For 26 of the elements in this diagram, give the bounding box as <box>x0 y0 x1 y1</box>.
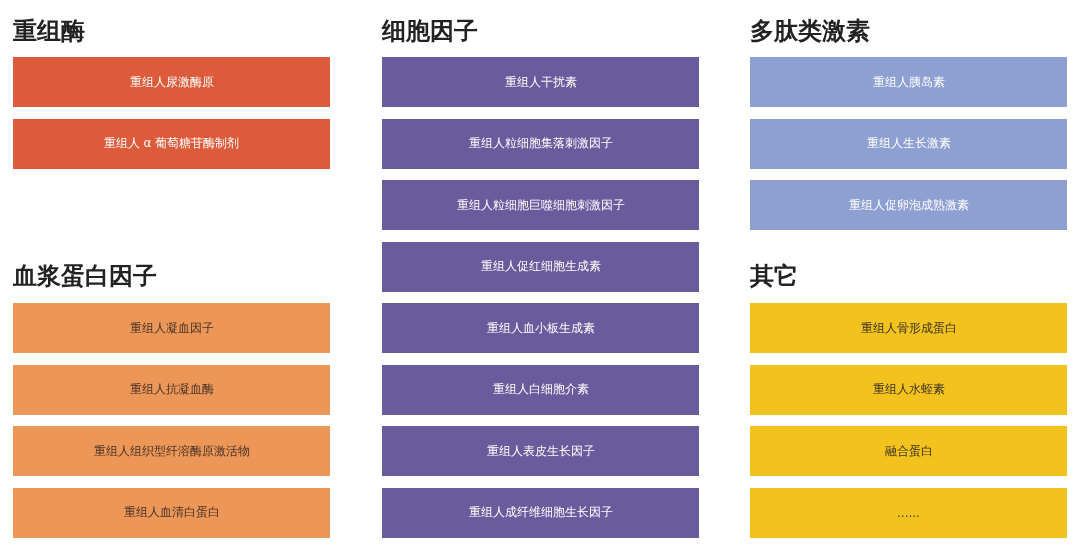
item-box: 重组人组织型纤溶酶原激活物 <box>13 426 330 476</box>
item-box: 重组人骨形成蛋白 <box>750 303 1067 353</box>
item-box: 重组人成纤维细胞生长因子 <box>382 487 699 538</box>
item-box: 重组人促卵泡成熟激素 <box>750 180 1067 230</box>
item-box: 重组人生长激素 <box>750 118 1067 169</box>
item-box: 重组人血清白蛋白 <box>13 487 330 538</box>
item-box: 重组人尿激酶原 <box>13 57 330 107</box>
item-box: 重组人干扰素 <box>382 57 699 107</box>
group-heading: 血浆蛋白因子 <box>13 261 157 292</box>
item-box: 重组人促红细胞生成素 <box>382 241 699 292</box>
group-heading: 细胞因子 <box>382 16 478 47</box>
group-heading: 其它 <box>750 261 798 292</box>
item-box: 重组人血小板生成素 <box>382 303 699 353</box>
group-heading: 重组酶 <box>13 16 85 47</box>
group-heading: 多肽类激素 <box>750 16 870 47</box>
item-box: 重组人水蛭素 <box>750 364 1067 415</box>
item-box: 融合蛋白 <box>750 426 1067 476</box>
item-box: 重组人胰岛素 <box>750 57 1067 107</box>
item-box: 重组人白细胞介素 <box>382 364 699 415</box>
item-box: 重组人 α 葡萄糖苷酶制剂 <box>13 118 330 169</box>
item-box: 重组人粒细胞巨噬细胞刺激因子 <box>382 180 699 230</box>
item-box: ...... <box>750 487 1067 538</box>
item-box: 重组人表皮生长因子 <box>382 426 699 476</box>
item-box: 重组人抗凝血酶 <box>13 364 330 415</box>
item-box: 重组人粒细胞集落刺激因子 <box>382 118 699 169</box>
item-box: 重组人凝血因子 <box>13 303 330 353</box>
